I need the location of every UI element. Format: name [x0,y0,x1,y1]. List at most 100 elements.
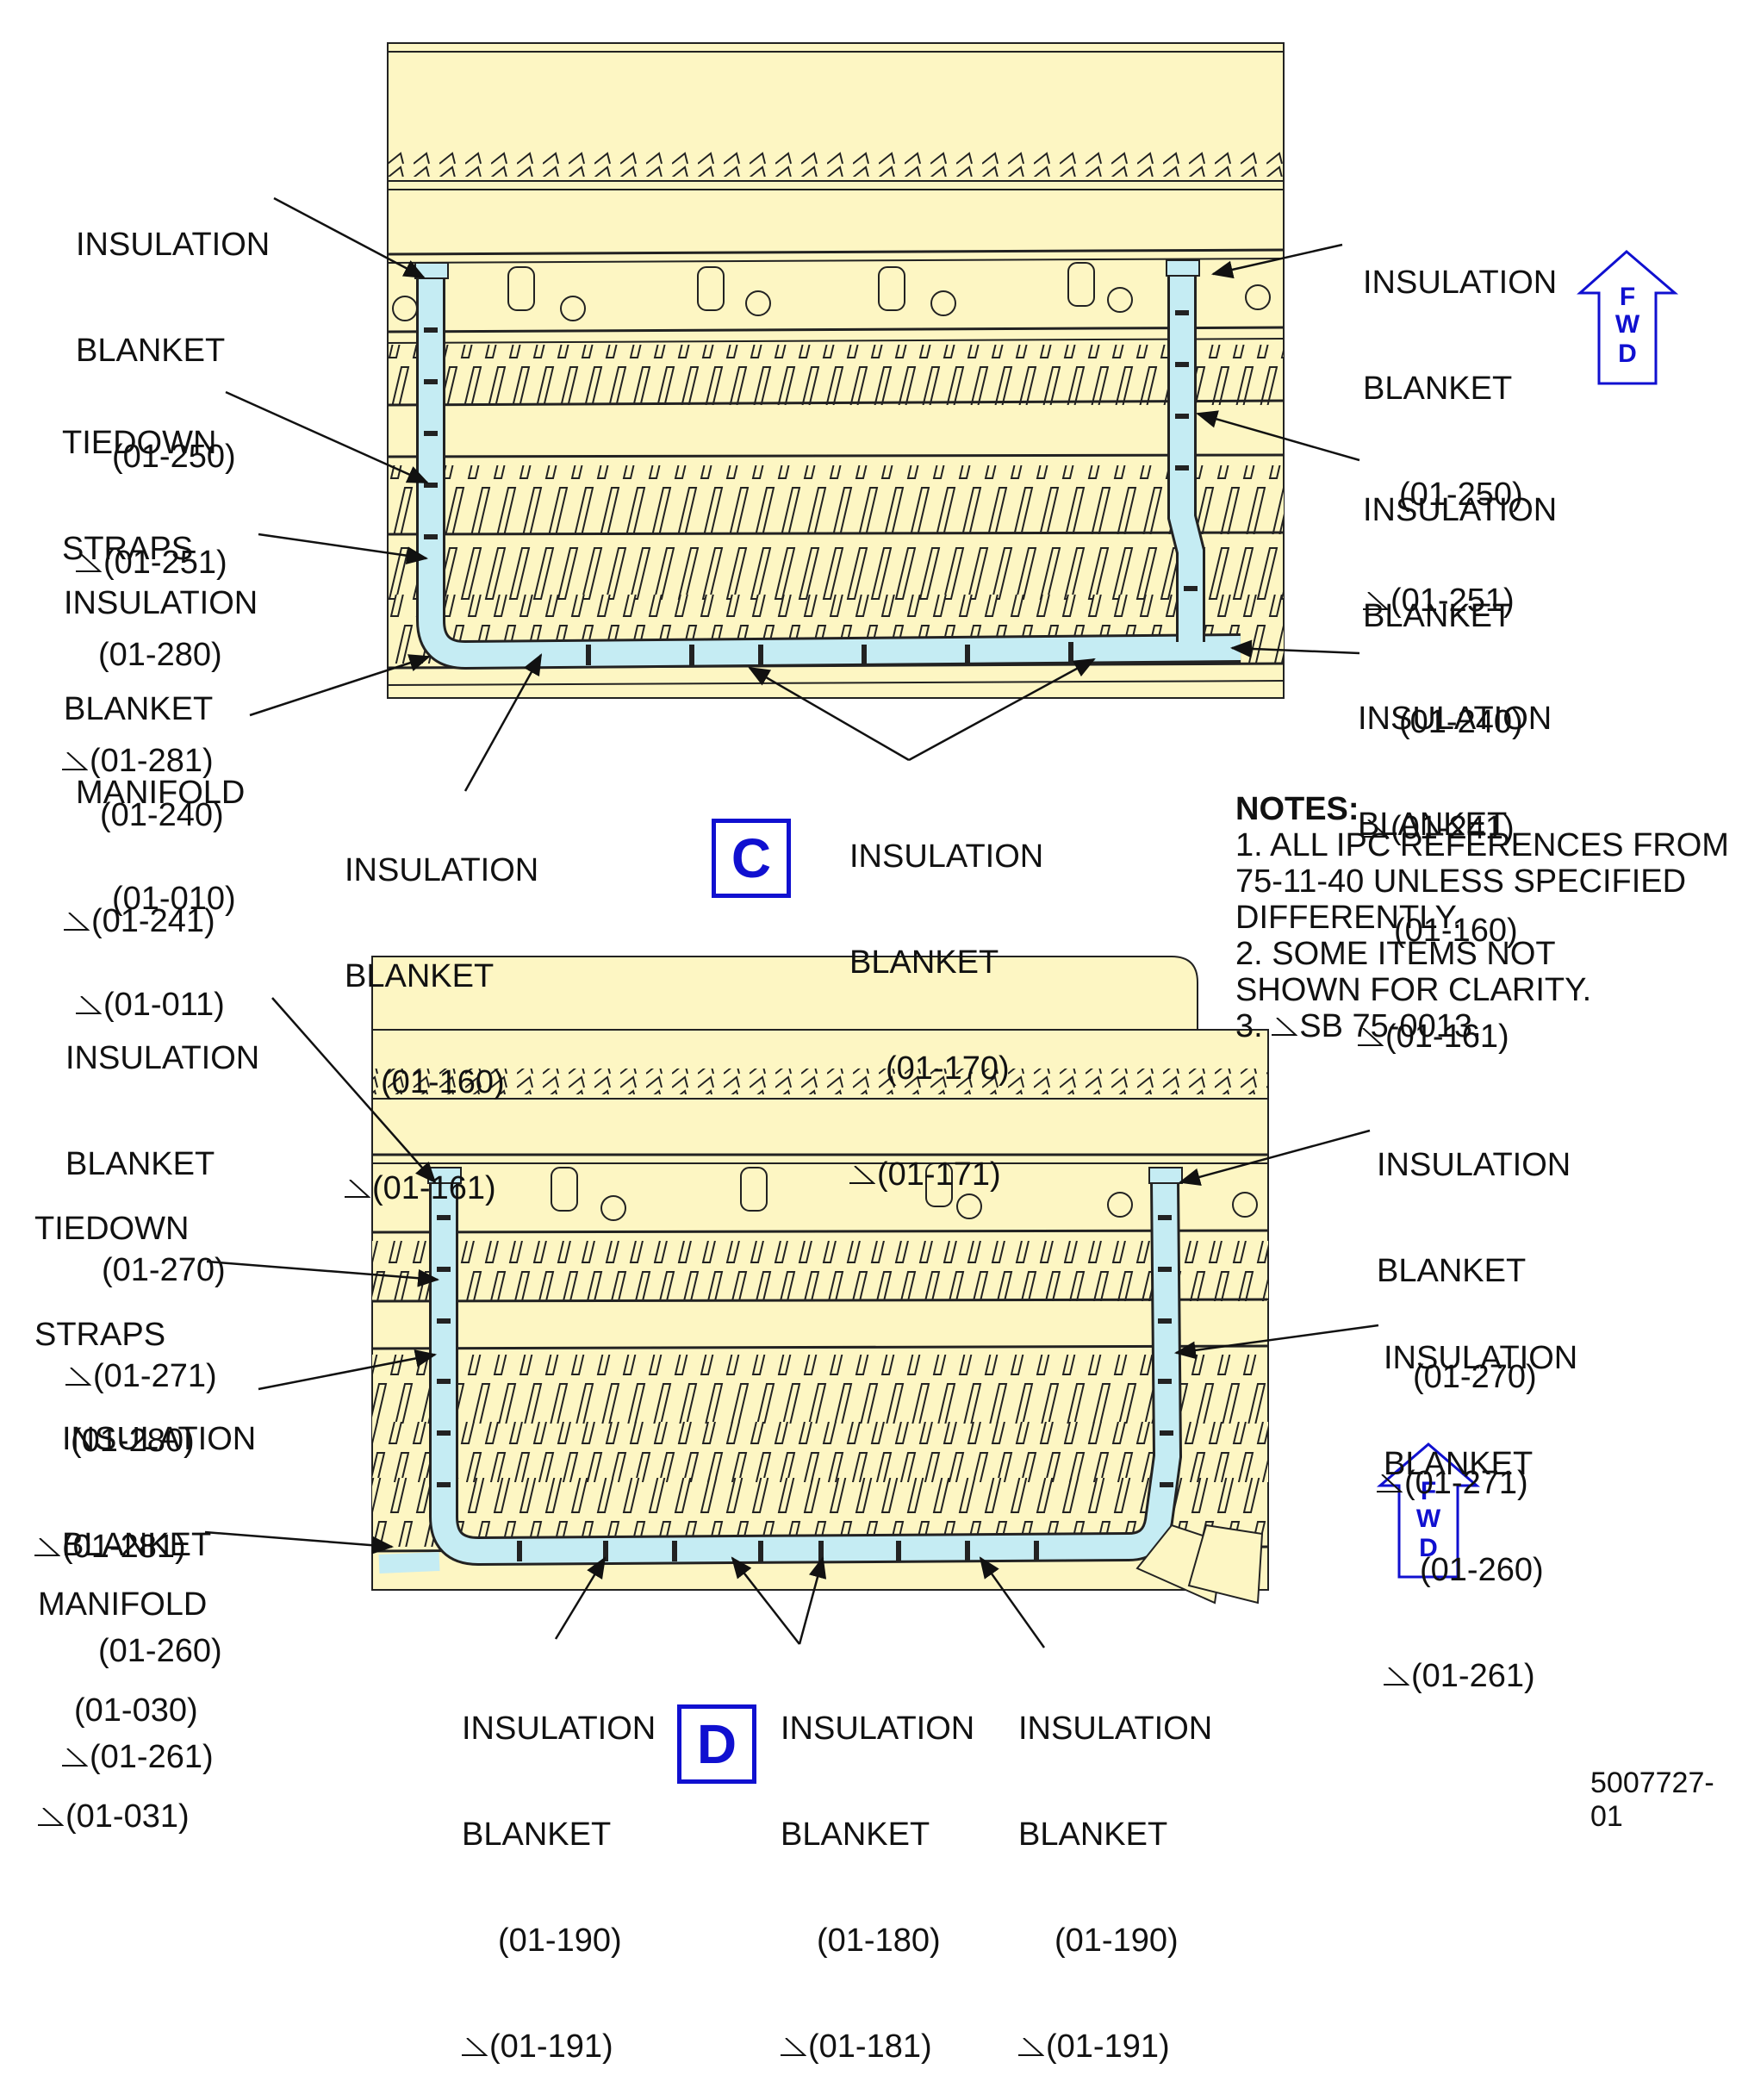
callout-insulation-blanket-260-left: INSULATION BLANKET (01-260) (01-261) [62,1351,256,1810]
callout-line: INSULATION [62,1421,257,1457]
fwd-arrow-c [1577,250,1679,385]
effectivity-icon [62,1743,88,1767]
callout-line: (01-250) [1399,477,1523,513]
callout-insulation-blanket-240-right: INSULATION BLANKET (01-240) (01-241) [1363,422,1557,882]
callout-line: (01-031) [65,1798,190,1835]
fwd-letter-f: F [1619,283,1636,311]
callout-line: BLANKET [65,1146,215,1182]
callout-line: (01-190) [498,1922,622,1959]
callout-line: (01-281) [62,1529,186,1565]
callout-line: INSULATION [64,585,258,621]
callout-line: INSULATION [76,227,271,263]
callout-line: (01-181) [808,2028,932,2065]
callout-line: INSULATION [65,1040,260,1076]
callout-line: (01-251) [103,545,227,581]
callout-insulation-blanket-250-right: INSULATION BLANKET (01-250) (01-251) [1363,195,1557,654]
callout-line: INSULATION [1358,701,1552,737]
callout-line: (01-280) [98,637,222,673]
callout-insulation-blanket-180: INSULATION BLANKET (01-180) (01-181) [781,1641,974,2100]
callout-insulation-blanket-260-right: INSULATION BLANKET (01-260) (01-261) [1384,1270,1577,1729]
notes-block: NOTES: 1. ALL IPC REFERENCES FROM 75-11-… [1235,791,1729,1044]
effectivity-icon [62,747,88,771]
notes-title: NOTES: [1235,791,1359,827]
note-1-line-2: 75-11-40 UNLESS SPECIFIED [1235,863,1687,900]
callout-line: (01-260) [1420,1552,1544,1588]
view-c-drawing [387,42,1285,699]
callout-line: BLANKET [1363,371,1513,407]
callout-line: BLANKET [76,333,226,369]
note-3: 3. SB 75-0013. [1235,1008,1729,1044]
callout-insulation-blanket-240-left: INSULATION BLANKET (01-240) (01-241) [64,515,258,975]
note-1-line-1: 1. ALL IPC REFERENCES FROM [1235,827,1729,863]
callout-line: (01-161) [372,1170,496,1206]
callout-line: BLANKET [1377,1253,1527,1289]
callout-line: (01-160) [1394,913,1518,949]
fwd-letter-w: W [1415,1505,1441,1533]
callout-line: (01-191) [489,2028,613,2065]
callout-line: (01-011) [103,987,225,1023]
callout-line: INSULATION [1363,265,1558,301]
note-3-text: SB 75-0013. [1299,1008,1482,1044]
leader-lines-view-d [204,997,1379,1648]
fwd-arrow-d [1376,1443,1481,1579]
callout-line: (01-010) [112,881,236,917]
callout-line: BLANKET [1363,598,1513,634]
note-1-line-3: DIFFERENTLY. [1235,900,1462,936]
callout-line: (01-270) [102,1252,226,1288]
callout-line: BLANKET [462,1816,612,1853]
note-2: 2. SOME ITEMS NOT SHOWN FOR CLARITY. [1235,936,1729,1008]
callout-line: (01-281) [90,743,214,779]
callout-line: (01-241) [1390,810,1515,846]
effectivity-icon [64,907,90,932]
callout-insulation-blanket-250-left: INSULATION BLANKET (01-250) (01-251) [76,157,270,616]
callout-line: (01-161) [1385,1019,1509,1055]
note-1: 1. ALL IPC REFERENCES FROM 75-11-40 UNLE… [1235,827,1729,936]
effectivity-icon [1384,1662,1409,1686]
callout-line: INSULATION [462,1711,656,1747]
effectivity-icon [1363,814,1389,838]
effectivity-icon [1377,1469,1403,1493]
callout-line: BLANKET [849,944,999,981]
callout-line: (01-240) [100,797,224,833]
note-3-number: 3. [1235,1008,1263,1044]
callout-line: (01-030) [74,1692,198,1729]
callout-tiedown-straps-d: TIEDOWN STRAPS (01-280) (01-281) [34,1141,195,1600]
callout-line: (01-251) [1390,583,1515,619]
callout-line: MANIFOLD [76,775,246,811]
effectivity-icon [345,1175,370,1199]
callout-insulation-blanket-160-bottom: INSULATION BLANKET (01-160) (01-161) [345,782,538,1242]
callout-line: STRAPS [62,531,194,567]
fwd-letter-f: F [1420,1477,1437,1505]
note-2-line-1: 2. SOME ITEMS NOT [1235,936,1556,972]
callout-line: (01-261) [1411,1658,1535,1694]
callout-line: BLANKET [781,1816,930,1853]
leader-lines-view-c [225,196,1360,792]
illustration [204,42,1679,1648]
effectivity-icon [462,2033,488,2057]
callout-line: BLANKET [1018,1816,1168,1853]
effectivity-icon [1358,1023,1384,1047]
callout-line: BLANKET [62,1527,212,1563]
callout-line: (01-241) [91,903,215,939]
callout-line: (01-240) [1399,704,1523,740]
callout-line: (01-190) [1055,1922,1179,1959]
callout-line: (01-260) [98,1633,222,1669]
effectivity-icon [34,1533,60,1557]
callout-insulation-blanket-170: INSULATION BLANKET (01-170) (01-171) [849,769,1043,1228]
callout-line: (01-261) [90,1739,214,1775]
callout-line: INSULATION [1018,1711,1213,1747]
callout-line: (01-171) [877,1156,1001,1193]
callout-line: (01-250) [112,439,236,475]
effectivity-icon [1363,587,1389,611]
callout-tiedown-straps-left: TIEDOWN STRAPS (01-280) (01-281) [62,355,222,814]
callout-line: INSULATION [1377,1147,1571,1183]
callout-manifold-c: MANIFOLD (01-010) (01-011) [76,705,245,1058]
effectivity-icon [1018,2033,1044,2057]
callout-line: MANIFOLD [38,1586,208,1623]
callout-line: (01-271) [1404,1465,1528,1501]
callout-line: (01-170) [886,1050,1010,1087]
callout-insulation-blanket-190-a: INSULATION BLANKET (01-190) (01-191) [462,1641,656,2100]
view-c-badge: C [712,819,791,898]
view-d-badge: D [677,1704,756,1784]
view-d-drawing [371,956,1269,1605]
